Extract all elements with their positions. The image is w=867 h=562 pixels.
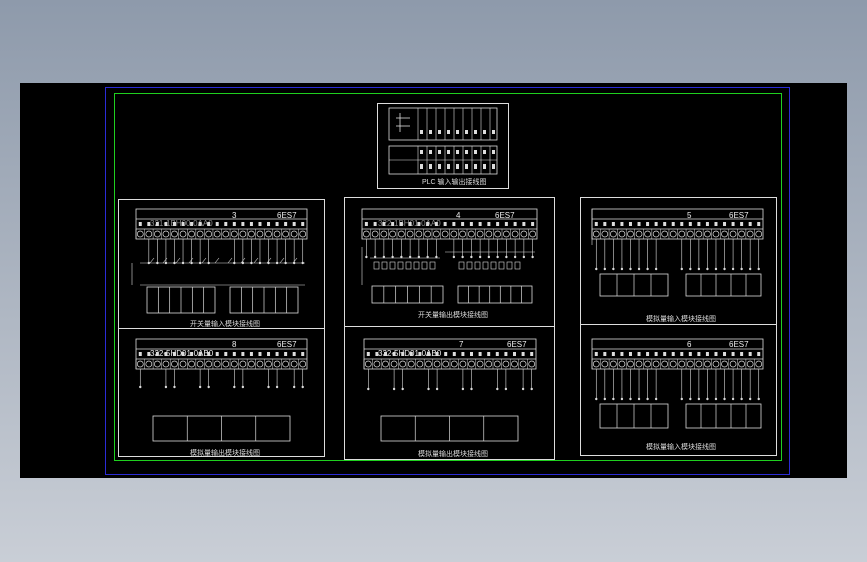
module-3-slot: 3 — [232, 211, 237, 220]
module-4-order: 6ES7 — [495, 211, 515, 220]
module-3-part: 321-1BH00-0AA0 — [150, 219, 213, 228]
module-6-slot: 6 — [687, 340, 692, 349]
module-5-order: 6ES7 — [729, 211, 749, 220]
module-6-panel — [580, 324, 777, 456]
module-5-caption: 模拟量输入模块接线图 — [646, 316, 716, 323]
module-4-caption: 开关量输出模块接线图 — [418, 312, 488, 319]
module-4-slot: 4 — [456, 211, 461, 220]
drawing-sheet-border — [105, 87, 790, 475]
module-6-caption: 模拟量输入模块接线图 — [646, 444, 716, 451]
overview-caption: PLC 输入输出接线图 — [422, 179, 487, 186]
drawing-frame — [114, 93, 782, 461]
module-7-part: 332-5HD01-0AB0 — [378, 349, 442, 358]
module-7-panel — [344, 326, 555, 460]
module-3-caption: 开关量输入模块接线图 — [190, 321, 260, 328]
module-7-slot: 7 — [459, 340, 464, 349]
overview-panel — [377, 103, 509, 189]
module-8-slot: 8 — [232, 340, 237, 349]
module-3-order: 6ES7 — [277, 211, 297, 220]
drawing-canvas[interactable] — [20, 83, 847, 478]
module-6-order: 6ES7 — [729, 340, 749, 349]
module-7-caption: 模拟量输出模块接线图 — [418, 451, 488, 458]
module-8-panel — [118, 328, 325, 457]
module-8-order: 6ES7 — [277, 340, 297, 349]
module-7-order: 6ES7 — [507, 340, 527, 349]
module-8-caption: 模拟量输出模块接线图 — [190, 450, 260, 457]
module-5-slot: 5 — [687, 211, 692, 220]
